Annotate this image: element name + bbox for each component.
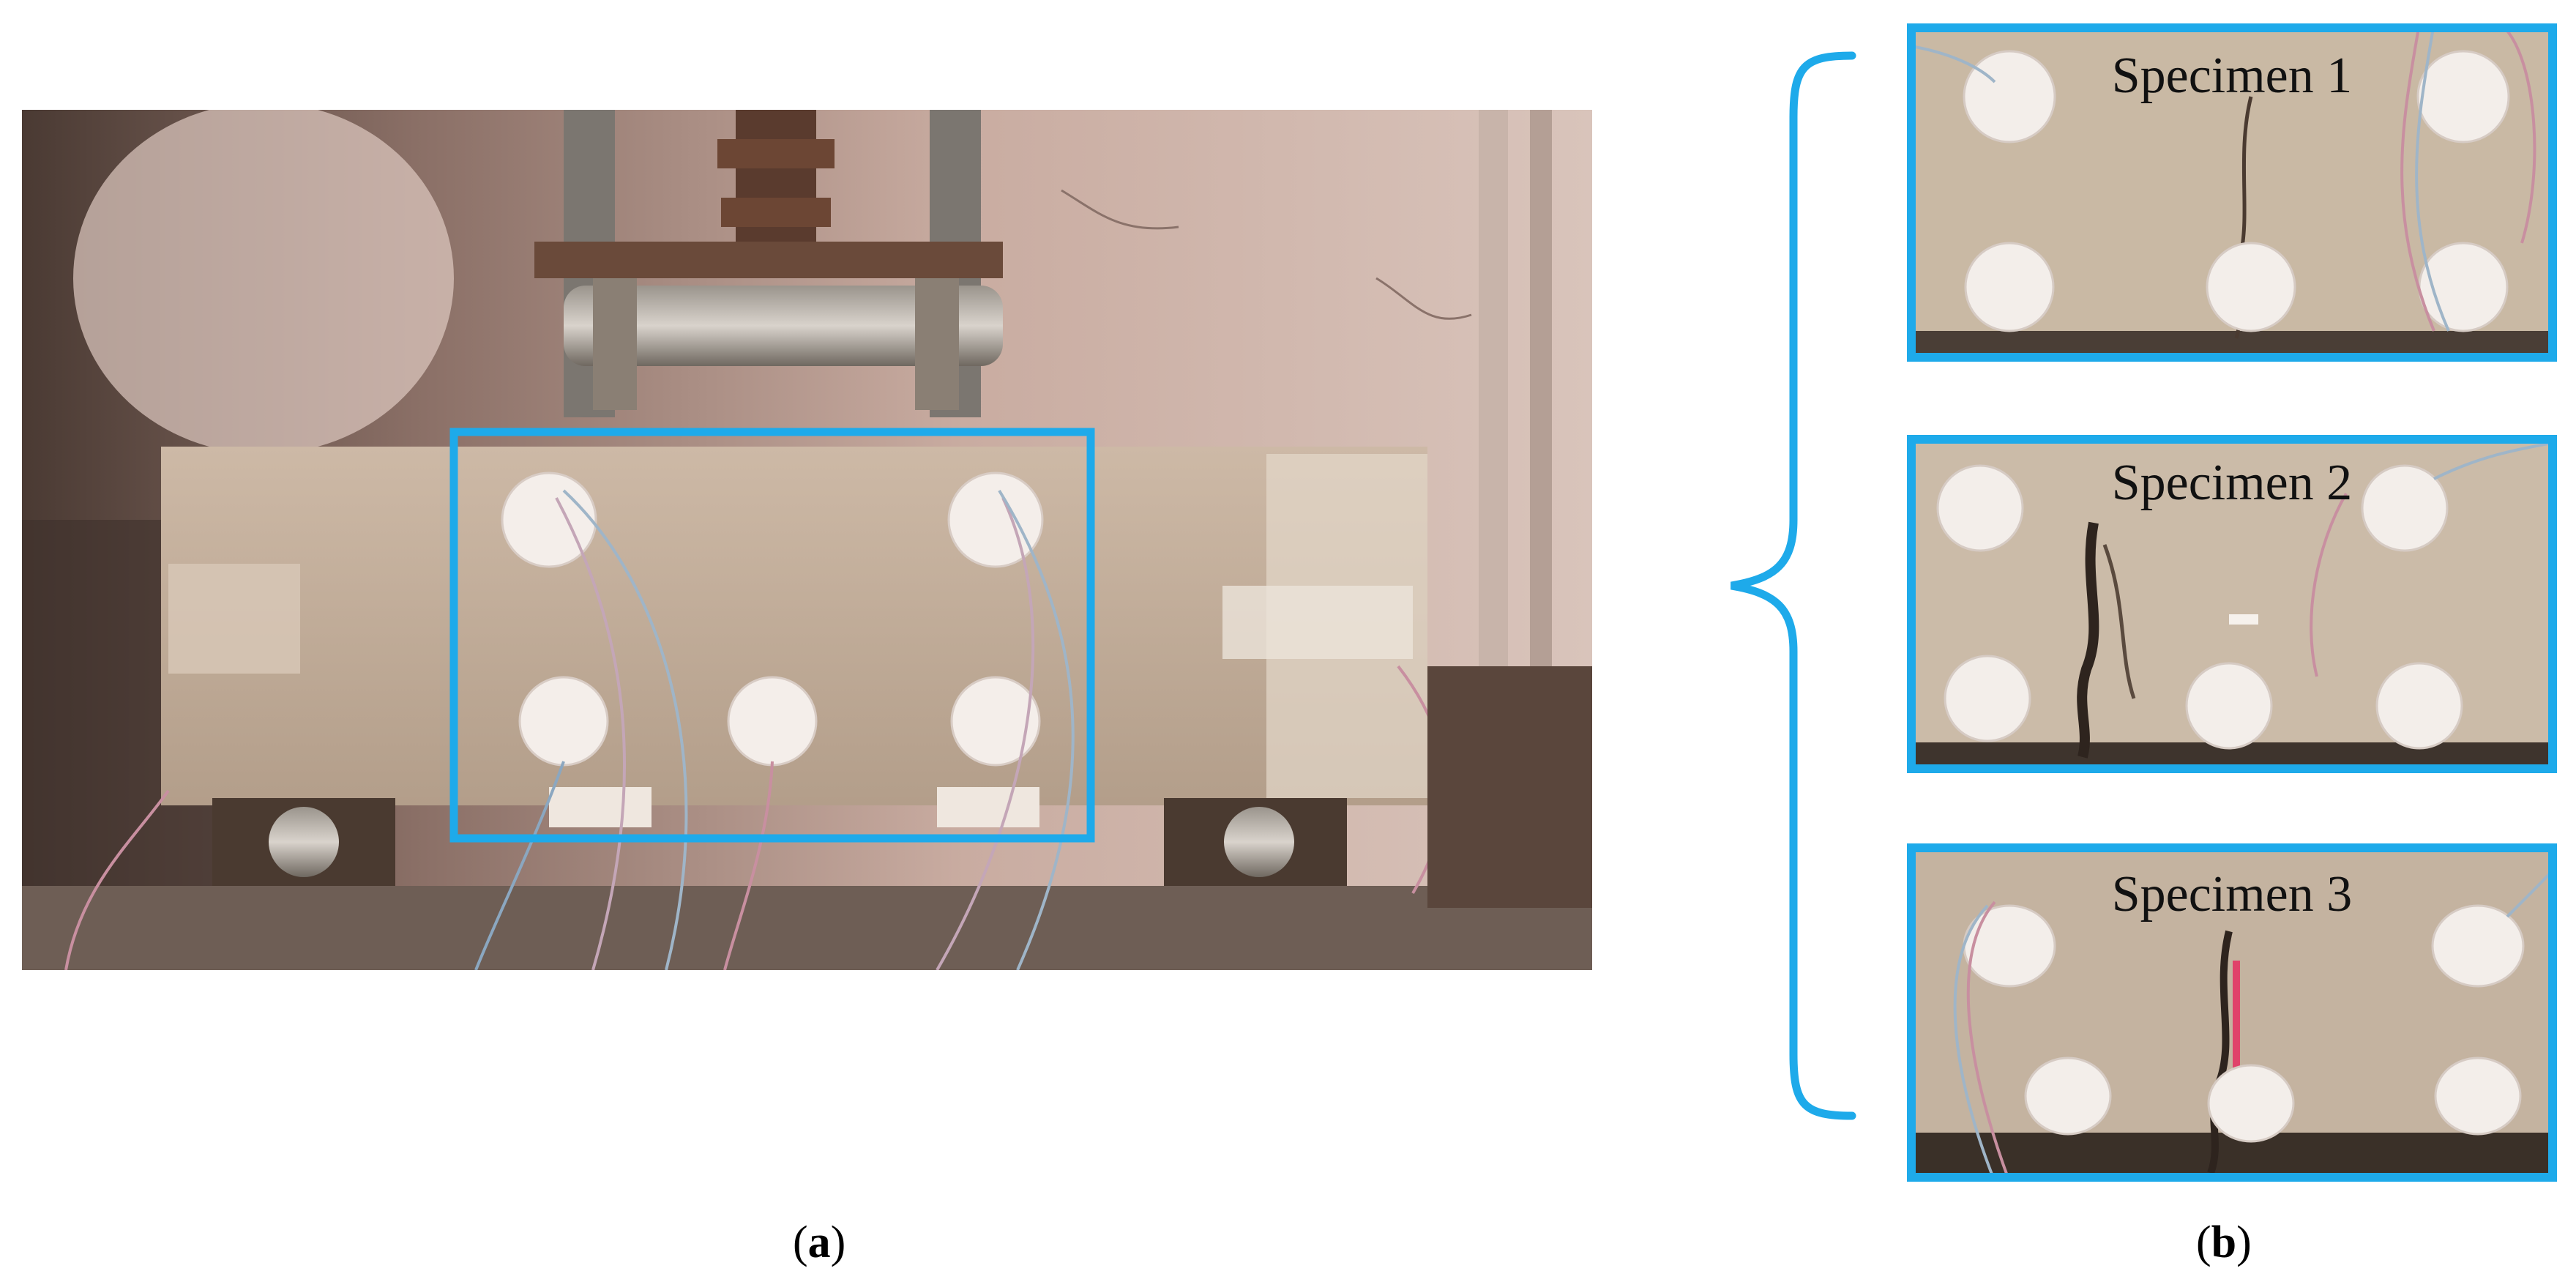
curly-brace <box>1731 51 1856 1120</box>
specimen-3-label: Specimen 3 <box>2111 866 2353 923</box>
specimen-2-illustration <box>1907 435 2557 773</box>
specimen-1-illustration <box>1907 23 2557 362</box>
highlight-region-box <box>449 428 1095 843</box>
specimen-1-label: Specimen 1 <box>2111 48 2353 104</box>
caption-b-open: ( <box>2196 1218 2211 1267</box>
specimen-3-photo: Specimen 3 <box>1907 843 2557 1182</box>
beam-test-photo <box>22 110 1592 970</box>
specimen-3-illustration <box>1907 843 2557 1182</box>
specimen-2-photo: Specimen 2 <box>1907 435 2557 773</box>
panel-b-caption: (b) <box>2196 1217 2252 1269</box>
beam-test-illustration <box>22 110 1592 970</box>
caption-a-close: ) <box>830 1218 846 1267</box>
caption-b-close: ) <box>2236 1218 2252 1267</box>
panel-a-caption: (a) <box>793 1217 845 1269</box>
caption-a-letter: a <box>807 1218 831 1267</box>
caption-a-open: ( <box>793 1218 808 1267</box>
caption-b-letter: b <box>2211 1218 2237 1267</box>
specimen-1-photo: Specimen 1 <box>1907 23 2557 362</box>
specimen-2-label: Specimen 2 <box>2111 455 2353 511</box>
